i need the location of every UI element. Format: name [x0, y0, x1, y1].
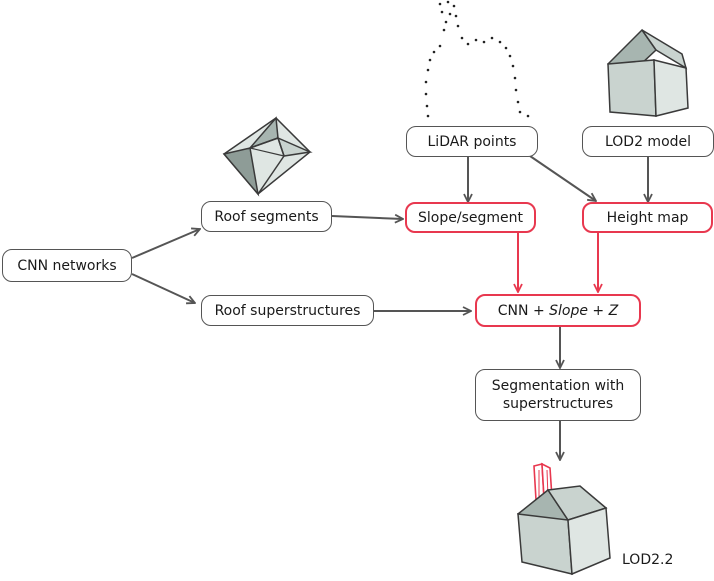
cnn-slope-z-node: CNN + Slope + Z — [475, 294, 641, 327]
roof-segments-label: Roof segments — [214, 208, 319, 225]
roof-superstructures-label: Roof superstructures — [214, 302, 361, 319]
lod2-model-node: LOD2 model — [582, 126, 714, 157]
arrow-cnn-to-roof-superstructures — [131, 273, 195, 303]
cnn-slope-z-label: CNN + Slope + Z — [498, 302, 618, 320]
cnn-combo-part-plus: + — [587, 302, 609, 319]
segmentation-node: Segmentation with superstructures — [475, 369, 641, 421]
cnn-combo-part-cnn: CNN + — [497, 302, 550, 319]
slope-segment-label: Slope/segment — [418, 209, 523, 226]
arrow-roof-segments-to-slope — [331, 216, 403, 219]
segmentation-label: Segmentation with superstructures — [492, 377, 625, 413]
cnn-networks-node: CNN networks — [2, 249, 132, 282]
arrow-cnn-to-roof-segments — [131, 229, 200, 259]
lod2-model-illustration — [606, 28, 689, 117]
cnn-combo-part-z: Z — [608, 302, 619, 319]
lidar-point-cloud-illustration — [424, 0, 530, 118]
lod22-caption: LOD2.2 — [622, 552, 674, 568]
lidar-points-node: LiDAR points — [406, 126, 538, 157]
lidar-points-label: LiDAR points — [427, 133, 517, 150]
segmentation-label-line2: superstructures — [502, 396, 614, 412]
cnn-networks-label: CNN networks — [17, 257, 117, 274]
cnn-combo-part-slope: Slope — [549, 302, 588, 319]
roof-superstructures-node: Roof superstructures — [201, 295, 374, 326]
lod2-model-label: LOD2 model — [604, 133, 692, 150]
segmentation-label-line1: Segmentation with — [491, 378, 625, 394]
arrow-lidar-to-height-map — [529, 155, 596, 201]
lod22-model-illustration — [516, 462, 611, 576]
roof-segments-node: Roof segments — [201, 201, 332, 232]
height-map-label: Height map — [606, 209, 689, 226]
slope-segment-node: Slope/segment — [405, 202, 536, 233]
roof-segments-illustration — [222, 116, 313, 197]
height-map-node: Height map — [582, 202, 713, 233]
